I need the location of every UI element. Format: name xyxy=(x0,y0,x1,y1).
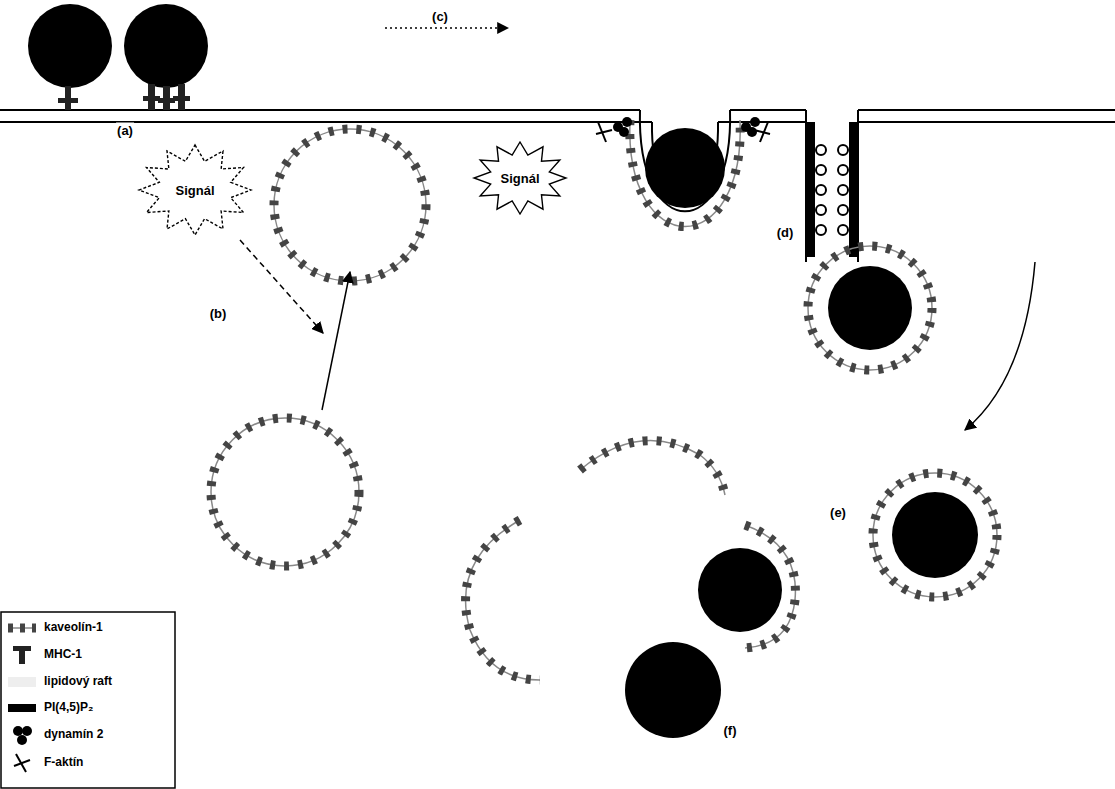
step-label: (e) xyxy=(829,505,847,520)
step-label: (a) xyxy=(116,123,134,138)
legend-text: lipidový raft xyxy=(44,674,112,688)
legend-text: kaveolín-1 xyxy=(44,620,103,634)
step-label: (f) xyxy=(723,723,738,738)
signal-text: Signál xyxy=(175,183,214,198)
legend-text: dynamín 2 xyxy=(44,727,103,741)
signal-text: Signál xyxy=(500,171,539,186)
caveola-neck xyxy=(806,110,932,370)
signal-burst: Signál xyxy=(474,142,566,214)
legend-text: F-aktín xyxy=(44,755,83,769)
caveola-pit xyxy=(596,117,770,227)
ligand-particles xyxy=(28,4,208,110)
step-label: (d) xyxy=(776,225,795,240)
step-label: (b) xyxy=(209,306,228,321)
caveosome xyxy=(873,473,997,597)
step-label: (c) xyxy=(431,9,449,24)
signal-burst: Signál xyxy=(139,145,251,235)
disassembled-coat xyxy=(466,441,796,738)
legend-text: MHC-1 xyxy=(44,647,82,661)
caveolin-rings xyxy=(211,129,426,566)
legend-box xyxy=(1,612,175,788)
legend-text: PI(4,5)P₂ xyxy=(44,700,93,714)
process-arrows xyxy=(240,28,1035,430)
